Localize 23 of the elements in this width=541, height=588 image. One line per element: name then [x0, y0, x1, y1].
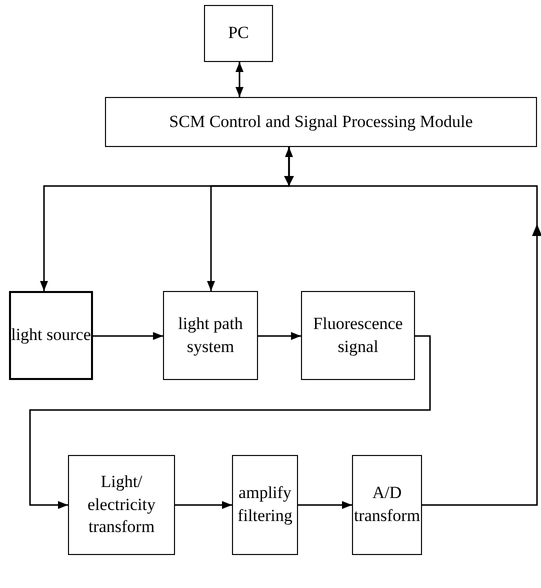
process-box: [352, 455, 422, 555]
arrow: [29, 335, 431, 509]
process-box: [163, 291, 258, 380]
arrow: [93, 332, 163, 340]
box-label: light path system: [177, 312, 244, 358]
process-box: [232, 455, 298, 555]
arrow: [285, 147, 538, 506]
arrow: [236, 62, 244, 97]
process-box: [9, 291, 93, 380]
box-label: amplify filtering: [236, 482, 294, 527]
process-box: [204, 5, 273, 62]
process-box: [105, 97, 537, 147]
arrow: [298, 501, 352, 509]
box-label: SCM Control and Signal Processing Module: [169, 110, 473, 133]
box-label: light source: [11, 324, 91, 346]
box-label: PC: [228, 22, 249, 44]
arrow: [175, 501, 232, 509]
process-box: [301, 291, 415, 380]
arrow: [258, 332, 301, 340]
box-label: Fluorescence signal: [312, 312, 404, 358]
process-box: [68, 455, 175, 555]
box-label: A/D transform: [353, 482, 421, 527]
box-label: Light/ electricity transform: [86, 470, 156, 538]
